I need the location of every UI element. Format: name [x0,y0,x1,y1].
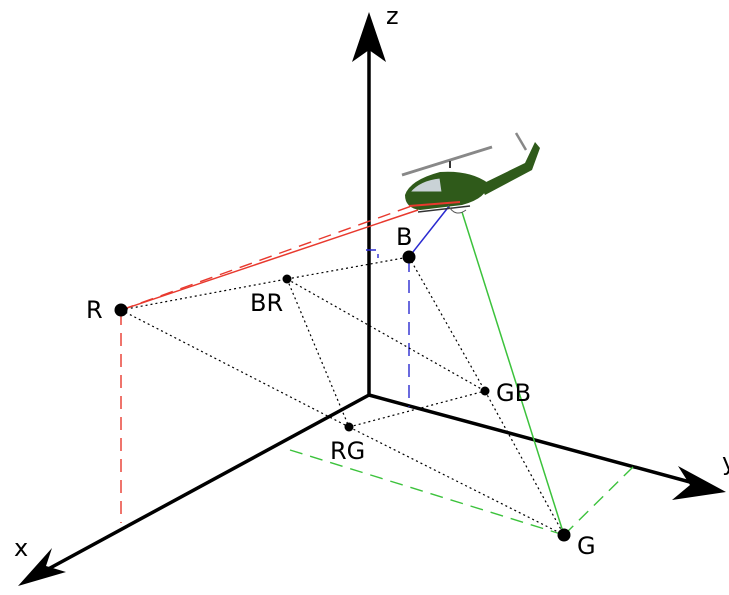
point-label-RG: RG [330,437,365,465]
blue-corner-projection [366,249,379,258]
y-axis-arrowhead [672,466,726,500]
red-dashed-to-helicopter [120,202,421,311]
point-label-R: R [86,296,103,324]
axes [18,12,726,586]
z-axis-arrowhead [352,12,386,62]
blue-line [408,204,451,258]
green-dashed-left [289,449,565,536]
x-axis [27,393,370,582]
point-RG [344,422,354,432]
projections [120,202,634,536]
y-axis [368,393,713,490]
point-R [114,303,128,317]
point-BR [282,274,292,284]
axis-label-z: z [386,2,399,30]
red-line [120,209,419,311]
point-label-GB: GB [496,379,531,407]
points [114,250,571,542]
axis-label-y: y [722,448,729,476]
signal-lines [120,204,565,536]
green-line [461,211,565,536]
point-G [557,528,571,542]
helicopter-icon [401,132,540,214]
point-GB [480,386,490,396]
point-B [402,250,416,264]
dotted-edges [120,256,565,536]
green-dashed-right [563,466,634,536]
point-label-BR: BR [250,289,283,317]
axis-label-x: x [14,534,28,562]
point-label-G: G [577,532,596,560]
labels: z y x R B G BR RG GB [14,2,729,562]
x-axis-arrowhead [18,548,66,586]
point-label-B: B [396,223,412,251]
